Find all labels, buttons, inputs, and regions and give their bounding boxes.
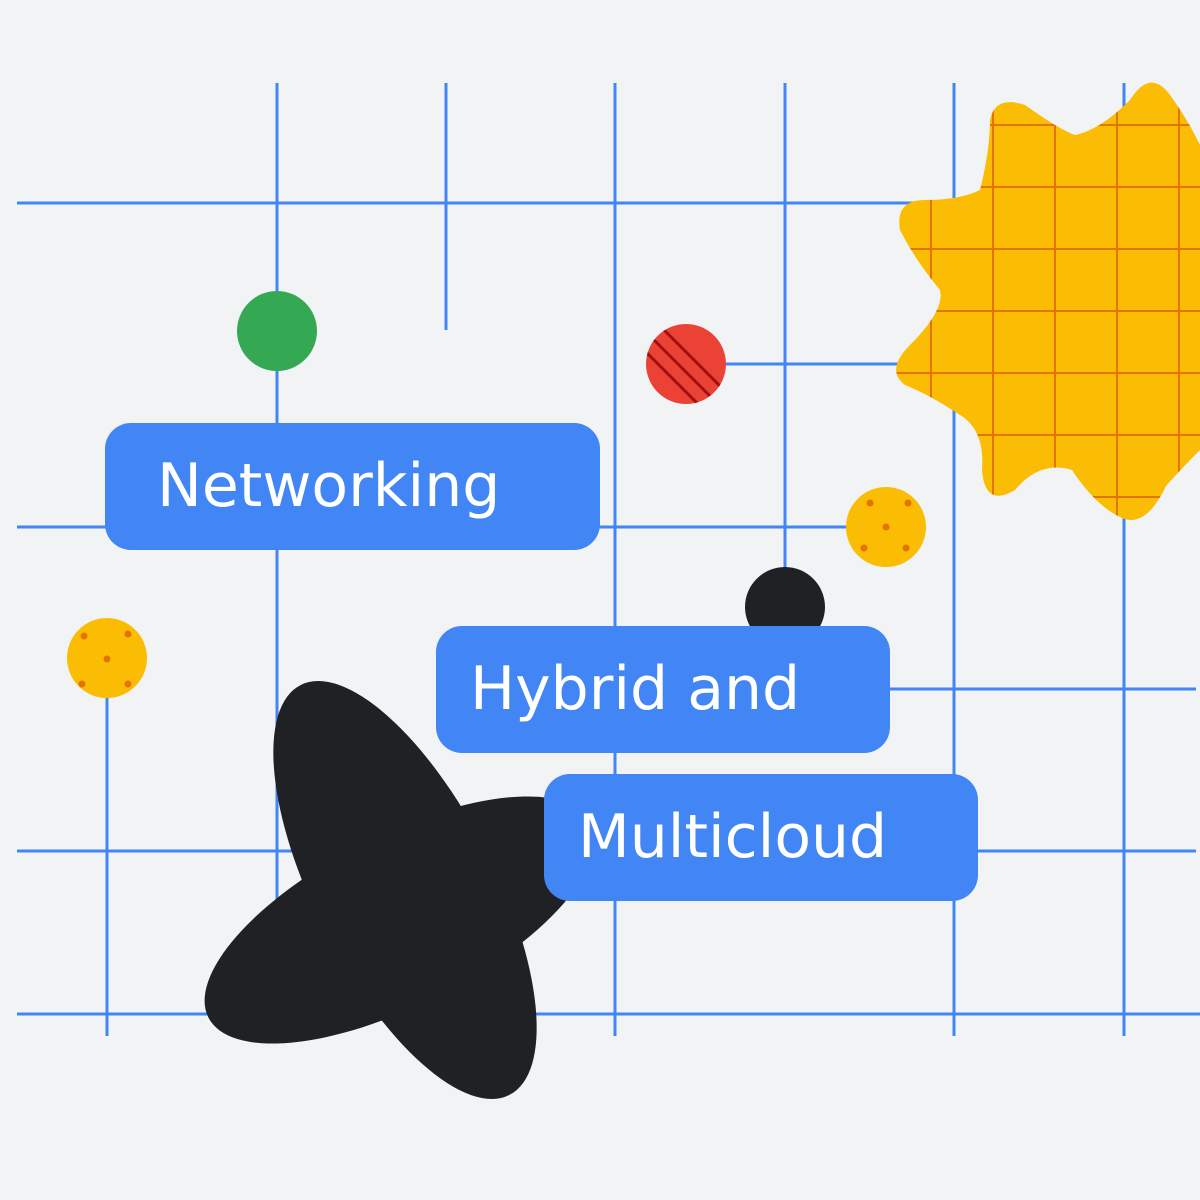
green-dot [237, 291, 317, 371]
black-x-shape [204, 681, 596, 1099]
yellow-plaid-starburst [896, 82, 1200, 520]
yellow-dotted-circle-right [846, 487, 926, 567]
multicloud-label: Multicloud [544, 774, 978, 901]
hybrid-label: Hybrid and [436, 626, 890, 753]
yellow-dotted-circle-left [67, 618, 147, 698]
red-striped-dot [646, 324, 726, 404]
networking-label: Networking [105, 423, 600, 550]
